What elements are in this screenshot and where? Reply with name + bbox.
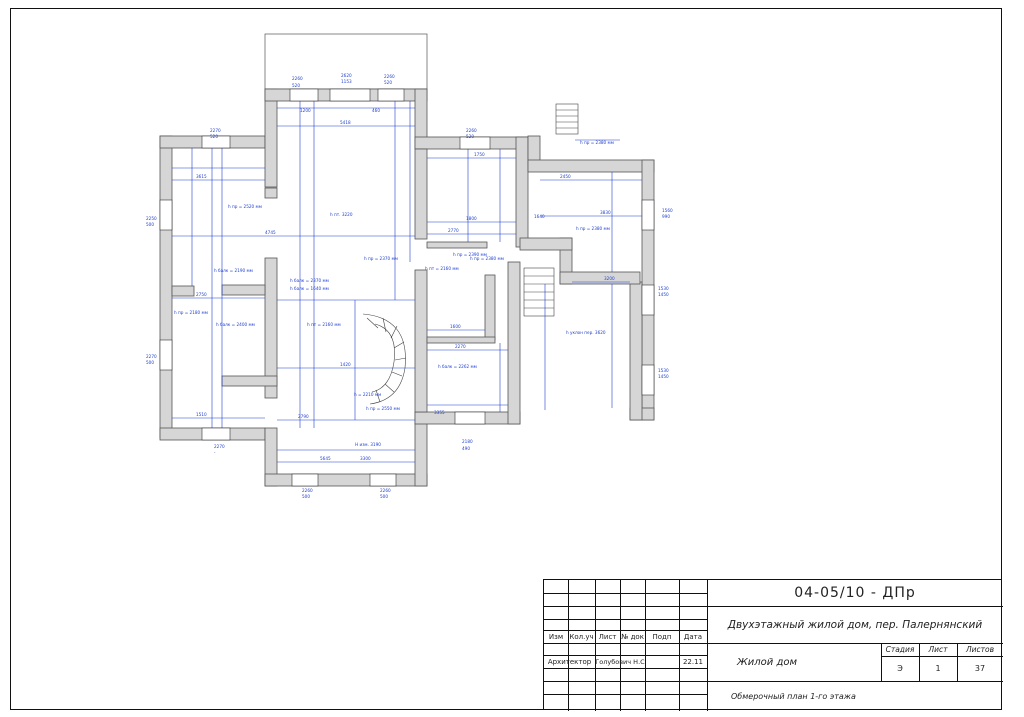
role: Архитектор: [547, 657, 592, 666]
window-label: 1530: [658, 286, 669, 291]
note: h балк = 2400 мм: [216, 322, 255, 327]
dim-value: 1750: [474, 152, 485, 157]
project-name: Двухэтажный жилой дом, пер. Палернянский: [727, 618, 983, 631]
note: h уклон пер. 3620: [566, 330, 606, 335]
note: H изм. 3190: [355, 442, 381, 447]
spiral-staircase: [362, 313, 407, 405]
window-label: 2180: [462, 439, 473, 444]
stage-value: Э: [897, 664, 903, 673]
window-openings: [159, 88, 655, 487]
note: h пр = 2520 мм: [228, 204, 262, 209]
window-label: 1560: [662, 208, 673, 213]
dim-value: 460: [372, 108, 380, 113]
dim-value: 1420: [340, 362, 351, 367]
dim-value: 4745: [265, 230, 276, 235]
dim-value: 3355: [434, 410, 445, 415]
dim-value: 2770: [448, 228, 459, 233]
window-label: 520: [466, 134, 474, 139]
window-label: 2260: [384, 74, 395, 79]
dim-value: 1200: [300, 108, 311, 113]
window-label: 500: [146, 222, 154, 227]
note: h балк = 1640 мм: [290, 286, 329, 291]
note: h балк = 2190 мм: [214, 268, 253, 273]
window-label: 1450: [658, 292, 669, 297]
author: Голубович Н.С: [595, 657, 645, 666]
note: h пт. 3220: [330, 212, 353, 217]
note: h пр = 2370 мм: [364, 256, 398, 261]
note: h балк = 2370 мм: [290, 278, 329, 283]
note: h пр = 2550 мм: [366, 406, 400, 411]
window-label: 2620: [341, 73, 352, 78]
window-label: 500: [146, 360, 154, 365]
window-label: 990: [662, 214, 670, 219]
window-label: 490: [462, 446, 470, 451]
window-label: 520: [210, 134, 218, 139]
window-label: 520: [292, 83, 300, 88]
window-labels: 2260 520 2620 1153 2260 520 2270 520 226…: [146, 73, 673, 499]
dimension-values: 5418 3615 1750 1800 2770 2450 3830 3200 …: [196, 108, 615, 461]
title-block: 04-05/10 - ДПр Двухэтажный жилой дом, пе…: [543, 579, 1003, 711]
window-label: 500: [380, 494, 388, 499]
dim-value: 2450: [560, 174, 571, 179]
window-label: 2260: [466, 128, 477, 133]
sheet-title: Обмерочный план 1-го этажа: [731, 691, 856, 701]
dim-value: 5418: [340, 120, 351, 125]
interior-walls: [171, 148, 496, 413]
note: h = 2210 мм: [354, 392, 381, 397]
header-podp: Подп: [652, 632, 672, 641]
dim-value: 2270: [455, 344, 466, 349]
dim-value: 1600: [450, 324, 461, 329]
dim-value: 3300: [360, 456, 371, 461]
dim-value: 3200: [604, 276, 615, 281]
note: 1640: [534, 214, 545, 219]
sheet-frame: [10, 8, 1002, 710]
header-data: Дата: [683, 632, 703, 641]
window-label: -: [214, 450, 216, 455]
object-name: Жилой дом: [737, 656, 798, 668]
window-label: 2260: [292, 76, 303, 81]
note: h пт = 2160 мм: [425, 266, 459, 271]
stage-label: Стадия: [885, 645, 915, 654]
dim-value: 1510: [196, 412, 207, 417]
sheets-label: Листов: [965, 645, 994, 654]
window-label: 2260: [380, 488, 391, 493]
window-label: 2250: [146, 216, 157, 221]
sheet-label: Лист: [928, 645, 948, 654]
note: h балк = 2262 мм: [438, 364, 477, 369]
date: 22.11: [682, 657, 704, 666]
dim-value: 3615: [196, 174, 207, 179]
exterior-stair: [555, 103, 579, 135]
header-list: Лист: [598, 632, 617, 641]
header-ndoc: № док: [621, 632, 644, 641]
window-label: 500: [302, 494, 310, 499]
window-label: 1530: [658, 368, 669, 373]
height-notes: h пр = 2520 мм h пт. 3220 h пр = 2370 мм…: [174, 140, 614, 447]
window-label: 1450: [658, 374, 669, 379]
sheet-value: 1: [935, 664, 941, 673]
window-label: 520: [384, 80, 392, 85]
window-label: 2270: [214, 444, 225, 449]
window-label: 2270: [146, 354, 157, 359]
dimension-lines: [172, 101, 642, 463]
header-kol: Кол.уч: [569, 632, 594, 641]
dim-value: 2790: [298, 414, 309, 419]
dim-value: 5645: [320, 456, 331, 461]
note: h пр = 2180 мм: [174, 310, 208, 315]
window-label: 1153: [341, 79, 352, 84]
note: h пр = 2380 мм: [576, 226, 610, 231]
window-label: 2260: [302, 488, 313, 493]
note: h пр = 2380 мм: [580, 140, 614, 145]
note: h пр = 2380 мм: [470, 256, 504, 261]
dim-value: 3830: [600, 210, 611, 215]
sheets-value: 37: [974, 664, 986, 673]
interior-stair: [523, 267, 555, 317]
note: h пт = 2160 мм: [307, 322, 341, 327]
header-izm: Изм: [548, 632, 564, 641]
drawing-code: 04-05/10 - ДПр: [794, 585, 916, 601]
dim-value: 1800: [466, 216, 477, 221]
window-label: 2270: [210, 128, 221, 133]
note: h пр = 2390 мм: [453, 252, 487, 257]
dim-value: 2750: [196, 292, 207, 297]
